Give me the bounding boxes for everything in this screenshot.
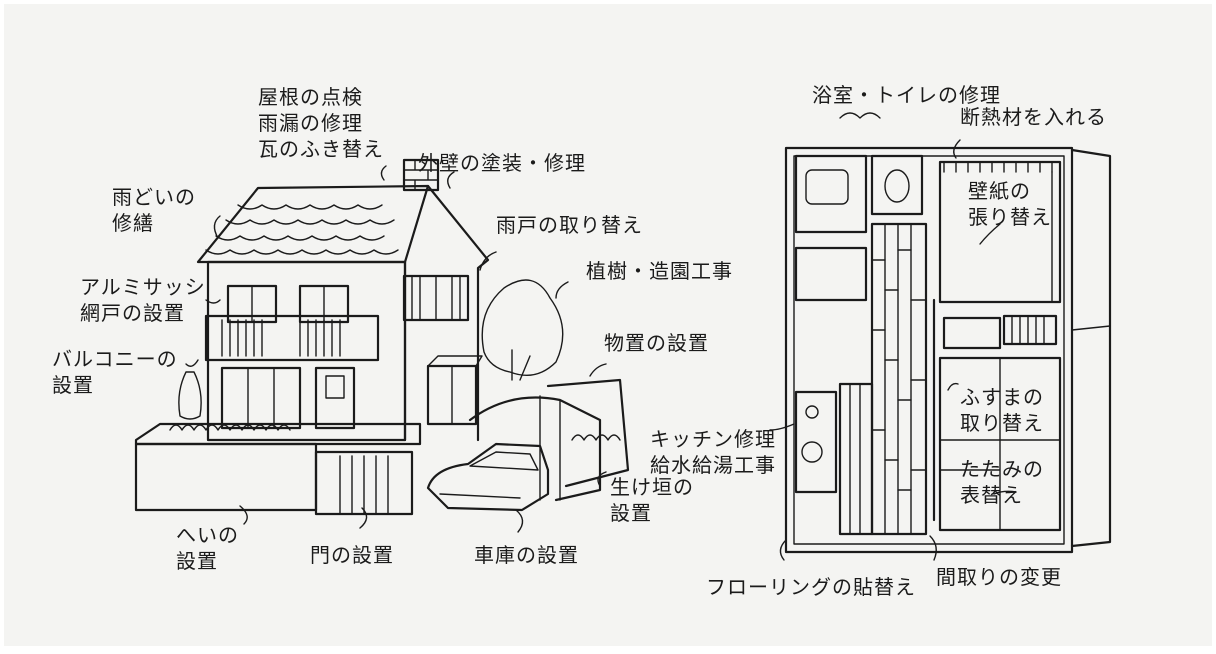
label-exterior-wall: 外壁の塗装・修理 [418,150,586,176]
label-rain-gutter: 雨どいの 修繕 [112,184,196,236]
label-balcony: バルコニーの 設置 [52,346,178,398]
house-drawing [134,158,630,516]
label-aluminum-sash-line-1: アルミサッシ [80,275,206,299]
label-shutter-replace-text: 雨戸の取り替え [496,213,643,237]
kitchen-counter [794,390,838,494]
label-aluminum-sash: アルミサッシ 網戸の設置 [80,274,206,326]
label-kitchen-line-1: キッチン修理 [650,427,776,451]
label-fence-line-1: へいの [176,523,239,547]
label-wallpaper-line-1: 壁紙の [968,179,1031,203]
ground-window [220,366,302,430]
label-exterior-wall-text: 外壁の塗装・修理 [418,151,586,175]
label-rain-gutter-line-2: 修繕 [112,211,154,235]
western-room [938,160,1062,304]
label-gate-text: 門の設置 [310,543,394,567]
roof-tiles [205,204,399,255]
label-shed: 物置の設置 [604,330,709,356]
label-flooring: フローリングの貼替え [706,574,916,600]
house-front-wall [206,260,407,442]
label-planting: 植樹・造園工事 [586,258,733,284]
label-roof-inspection-line-2: 雨漏の修理 [258,111,363,135]
label-fusuma: ふすまの 取り替え [960,384,1044,436]
label-roof-inspection-line-1: 屋根の点検 [258,85,363,109]
label-tatami-line-2: 表替え [960,483,1023,507]
balcony [204,314,380,362]
cabinet [1002,314,1058,346]
label-wallpaper-line-2: 張り替え [968,205,1052,229]
bathroom [794,154,868,234]
dining-floor [838,382,874,536]
label-gate: 門の設置 [310,542,394,568]
label-tatami: たたみの 表替え [960,456,1044,508]
label-fusuma-line-2: 取り替え [960,411,1044,435]
washroom [794,246,868,302]
label-bath-toilet: 浴室・トイレの修理 [812,82,1001,108]
label-shutter-replace: 雨戸の取り替え [496,212,643,238]
label-flooring-text: フローリングの貼替え [706,575,916,599]
balcony-strip [1070,148,1112,548]
label-roof-inspection: 屋根の点検 雨漏の修理 瓦のふき替え [258,84,384,162]
label-aluminum-sash-line-2: 網戸の設置 [80,301,185,325]
label-rain-gutter-line-1: 雨どいの [112,185,196,209]
label-layout-change-text: 間取りの変更 [936,565,1062,589]
chimney [402,158,440,192]
floor-plan [784,146,1112,554]
corridor [870,222,928,536]
label-balcony-line-1: バルコニーの [52,347,178,371]
label-kitchen-line-2: 給水給湯工事 [650,453,776,477]
entrance-door [314,366,356,430]
car [426,442,550,512]
shrubs [169,371,291,431]
label-tatami-line-1: たたみの [960,457,1044,481]
label-balcony-line-2: 設置 [52,373,94,397]
label-layout-change: 間取りの変更 [936,564,1062,590]
floor-plan-outer [784,146,1074,554]
label-hedge-line-1: 生け垣の [610,475,694,499]
label-hedge-line-2: 設置 [610,501,652,525]
label-insulation-text: 断熱材を入れる [960,105,1107,129]
label-kitchen: キッチン修理 給水給湯工事 [650,426,776,478]
hedge [546,378,630,488]
label-insulation: 断熱材を入れる [960,104,1107,130]
label-fence-line-2: 設置 [176,549,218,573]
label-shed-text: 物置の設置 [604,331,709,355]
label-hedge: 生け垣の 設置 [610,474,694,526]
label-fence: へいの 設置 [176,522,239,574]
label-roof-inspection-line-3: 瓦のふき替え [258,137,384,161]
tree [481,279,564,376]
label-garage-text: 車庫の設置 [474,543,579,567]
label-bath-toilet-text: 浴室・トイレの修理 [812,83,1001,107]
sink-unit [942,316,1002,350]
label-planting-text: 植樹・造園工事 [586,259,733,283]
label-garage: 車庫の設置 [474,542,579,568]
leader-lines [185,112,1017,561]
label-wallpaper: 壁紙の 張り替え [968,178,1052,230]
toilet [870,154,924,216]
label-fusuma-line-1: ふすまの [960,385,1044,409]
garage-canopy [468,396,602,502]
